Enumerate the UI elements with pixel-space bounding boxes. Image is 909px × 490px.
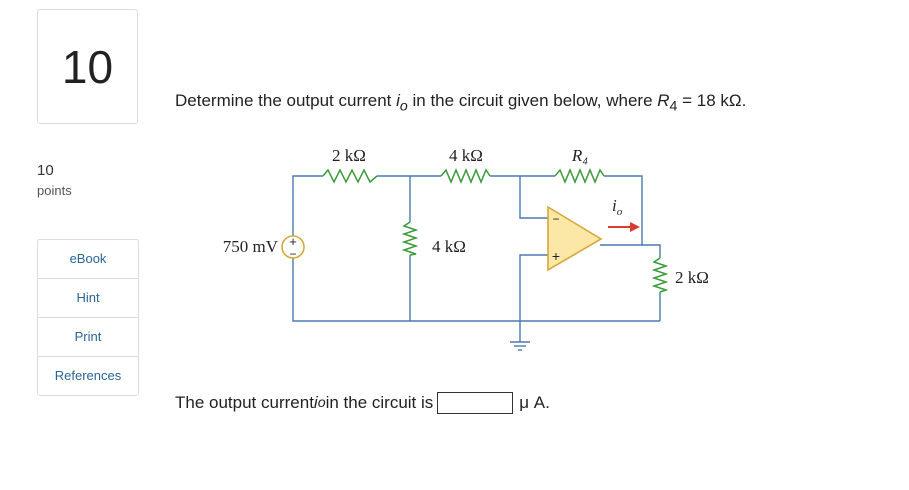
ground-icon bbox=[510, 341, 530, 351]
r4-variable: R bbox=[657, 91, 670, 110]
r4-value: = 18 kΩ. bbox=[677, 91, 747, 110]
answer-unit: μ A. bbox=[519, 393, 550, 412]
rl-label: 2 kΩ bbox=[675, 268, 709, 287]
print-link[interactable]: Print bbox=[38, 318, 138, 357]
prompt-text-1: Determine the output current bbox=[175, 91, 397, 110]
voltage-source-icon bbox=[281, 235, 305, 259]
points-value: 10 bbox=[37, 162, 54, 179]
ebook-link[interactable]: eBook bbox=[38, 240, 138, 279]
answer-io-variable: i bbox=[313, 393, 318, 412]
io-label: io bbox=[612, 196, 623, 218]
r4-subscript: 4 bbox=[669, 98, 678, 115]
answer-prefix: The output current bbox=[175, 393, 314, 412]
opamp-minus-sign: − bbox=[552, 212, 559, 226]
r1-label: 2 kΩ bbox=[332, 146, 366, 165]
io-label-sub: o bbox=[617, 206, 623, 218]
r3-resistor bbox=[401, 221, 419, 256]
source-minus-sign: − bbox=[289, 247, 296, 261]
r4-label: R₄ bbox=[571, 146, 588, 165]
prompt-text-2: in the circuit given below, where bbox=[407, 91, 658, 110]
references-link[interactable]: References bbox=[54, 368, 122, 383]
circuit-diagram: + − − + 2 kΩ 4 kΩ R₄ 4 kΩ 750 mV 2 kΩ io bbox=[223, 146, 709, 351]
r3-label: 4 kΩ bbox=[432, 237, 466, 256]
r2-resistor bbox=[440, 168, 491, 184]
io-label-var: i bbox=[612, 196, 617, 215]
source-plus-sign: + bbox=[289, 234, 297, 249]
answer-input[interactable] bbox=[437, 392, 514, 414]
r2-label: 4 kΩ bbox=[449, 146, 483, 165]
r1-resistor bbox=[322, 168, 378, 184]
question-number-box: 10 bbox=[37, 9, 138, 124]
current-arrow-icon bbox=[608, 222, 640, 232]
io-variable: i bbox=[396, 91, 400, 110]
question-number: 10 bbox=[61, 41, 114, 93]
side-menu: eBook Hint Print References bbox=[37, 239, 139, 396]
answer-io-subscript: o bbox=[317, 395, 326, 411]
points-label: points bbox=[37, 183, 72, 198]
io-subscript: o bbox=[399, 98, 408, 115]
source-label: 750 mV bbox=[223, 237, 279, 256]
answer-mid-text: in the circuit is bbox=[325, 393, 434, 412]
opamp-icon bbox=[547, 205, 603, 272]
r4-resistor bbox=[554, 168, 605, 184]
circuit-wires bbox=[292, 175, 661, 342]
question-prompt: Determine the output current io in the c… bbox=[175, 91, 746, 114]
hint-link[interactable]: Hint bbox=[38, 279, 138, 318]
rl-resistor bbox=[651, 257, 669, 293]
opamp-plus-sign: + bbox=[552, 248, 560, 264]
